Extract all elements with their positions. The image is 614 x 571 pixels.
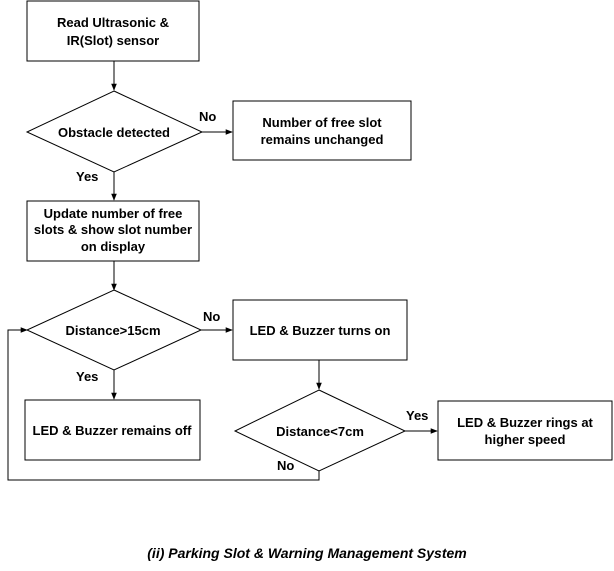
node-led-on-label: LED & Buzzer turns on <box>250 323 391 338</box>
label-obstacle-yes: Yes <box>76 169 98 184</box>
label-dist7-no: No <box>277 458 294 473</box>
decision-obstacle-detected: Obstacle detected <box>25 90 204 173</box>
label-obstacle-no: No <box>199 109 216 124</box>
node-free-slot-unchanged: Number of free slot remains unchanged <box>232 100 412 161</box>
node-read-sensor: Read Ultrasonic & IR(Slot) sensor <box>26 0 200 62</box>
decision-distance-lt-7: Distance<7cm <box>233 389 407 472</box>
node-faster-line-2: higher speed <box>485 432 566 447</box>
decision-obstacle-label: Obstacle detected <box>58 125 170 140</box>
decision-dist15-label: Distance>15cm <box>65 323 160 338</box>
label-dist15-no: No <box>203 309 220 324</box>
node-update-line-2: slots & show slot number <box>34 222 192 237</box>
node-faster-line-1: LED & Buzzer rings at <box>457 415 593 430</box>
figure-caption: (ii) Parking Slot & Warning Management S… <box>147 545 467 561</box>
node-led-buzzer-off: LED & Buzzer remains off <box>24 399 201 461</box>
node-read-sensor-line-2: IR(Slot) sensor <box>67 33 159 48</box>
node-led-buzzer-on: LED & Buzzer turns on <box>232 299 408 361</box>
decision-dist7-label: Distance<7cm <box>276 424 364 439</box>
node-led-off-label: LED & Buzzer remains off <box>33 423 193 438</box>
label-dist15-yes: Yes <box>76 369 98 384</box>
node-update-slots: Update number of free slots & show slot … <box>26 200 200 262</box>
node-read-sensor-line-1: Read Ultrasonic & <box>57 15 169 30</box>
node-free-slot-line-2: remains unchanged <box>261 132 384 147</box>
node-update-line-1: Update number of free <box>44 206 183 221</box>
decision-distance-gt-15: Distance>15cm <box>25 289 203 371</box>
node-free-slot-line-1: Number of free slot <box>262 115 382 130</box>
node-update-line-3: on display <box>81 239 146 254</box>
edge-dist7-no-loop <box>7 327 320 481</box>
node-led-buzzer-faster: LED & Buzzer rings at higher speed <box>437 400 613 461</box>
flow-edges <box>7 61 438 481</box>
label-dist7-yes: Yes <box>406 408 428 423</box>
